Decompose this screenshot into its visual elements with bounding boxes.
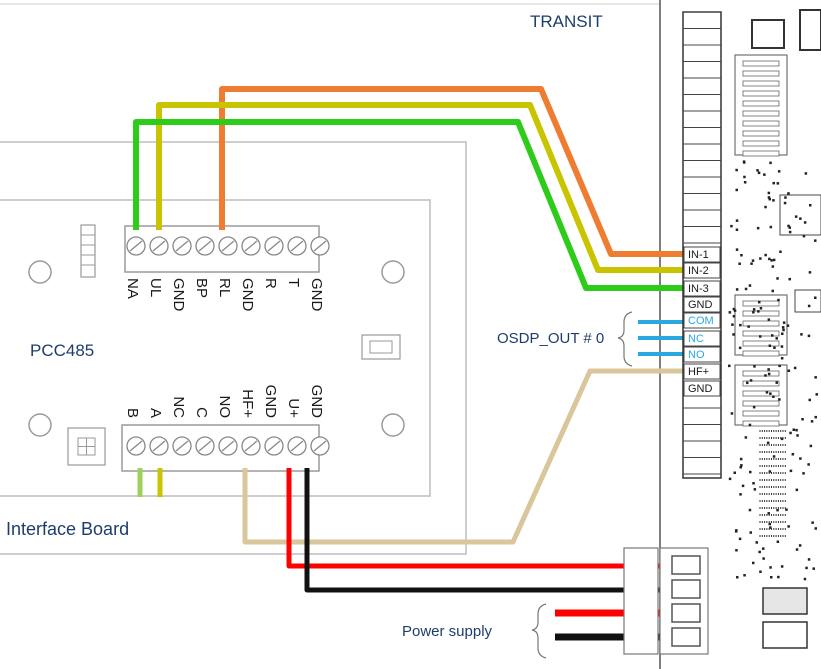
pin-label: C	[193, 407, 210, 418]
pin-label: R	[262, 278, 279, 289]
pcc485-top-terminal-block	[124, 225, 330, 273]
mounting-hole	[28, 260, 52, 284]
pin-label: A	[147, 408, 164, 418]
mounting-hole	[381, 260, 405, 284]
pin-label: NC	[170, 396, 187, 418]
terminal-screw	[172, 236, 192, 256]
interface-board-label: Interface Board	[6, 519, 129, 539]
small-component	[80, 224, 96, 278]
terminal-screw	[149, 236, 169, 256]
transit-pin-label: GND	[688, 383, 713, 395]
transit-pin-label: IN-2	[688, 265, 709, 277]
red-wire	[286, 468, 690, 569]
pin-label: GND	[308, 278, 325, 312]
pin-label: NA	[124, 278, 141, 299]
mounting-hole	[28, 413, 52, 437]
transit-pin-label: NO	[688, 349, 705, 361]
terminal-screw	[195, 236, 215, 256]
switch-component	[361, 334, 401, 360]
transit-pin-label: HF+	[688, 366, 709, 378]
pin-label: U+	[285, 398, 302, 418]
terminal-screw	[287, 436, 307, 456]
pin-label: HF+	[239, 389, 256, 418]
terminal-screw	[218, 236, 238, 256]
square-component	[67, 427, 106, 466]
terminal-screw	[310, 436, 330, 456]
osdp-brace	[617, 311, 633, 367]
terminal-screw	[264, 436, 284, 456]
terminal-screw	[241, 236, 261, 256]
osdp-out-label: OSDP_OUT # 0	[497, 330, 604, 347]
yellow-wire	[156, 102, 683, 273]
transit-pin-label: IN-3	[688, 283, 709, 295]
pin-label: NO	[216, 396, 233, 419]
pin-label: BP	[193, 278, 210, 298]
terminal-screw	[310, 236, 330, 256]
pcc485-board-outline	[0, 199, 431, 497]
tan-wire	[242, 368, 683, 545]
transit-pin-label: GND	[688, 299, 713, 311]
pin-label: GND	[308, 385, 325, 419]
terminal-screw	[126, 236, 146, 256]
orange-wire	[219, 86, 683, 257]
transit-label: TRANSIT	[530, 12, 603, 31]
interface-board-outline	[0, 141, 467, 555]
terminal-screw	[287, 236, 307, 256]
transit-header-column	[682, 11, 722, 479]
pcc485-label: PCC485	[30, 341, 94, 360]
power-connector	[623, 547, 709, 655]
terminal-screw	[241, 436, 261, 456]
pin-label: GND	[239, 278, 256, 312]
transit-pin-label: COM	[688, 315, 714, 327]
power-supply-label: Power supply	[402, 623, 493, 640]
pin-label: GND	[262, 385, 279, 419]
transit-pin-label: IN-1	[688, 249, 709, 261]
pin-label: RL	[216, 278, 233, 297]
mounting-hole	[381, 413, 405, 437]
terminal-screw	[126, 436, 146, 456]
green-wire	[133, 119, 683, 291]
terminal-screw	[195, 436, 215, 456]
terminal-screw	[264, 236, 284, 256]
transit-pin-label: NC	[688, 333, 704, 345]
pin-label: T	[285, 278, 302, 287]
black-wire	[304, 468, 690, 593]
pin-label: B	[124, 408, 141, 418]
terminal-screw	[218, 436, 238, 456]
pin-label: UL	[147, 278, 164, 297]
power-supply-brace	[531, 603, 547, 659]
pcc485-bottom-terminal-block	[121, 424, 330, 472]
terminal-screw	[149, 436, 169, 456]
transit-components	[728, 9, 821, 649]
terminal-screw	[172, 436, 192, 456]
pin-label: GND	[170, 278, 187, 312]
